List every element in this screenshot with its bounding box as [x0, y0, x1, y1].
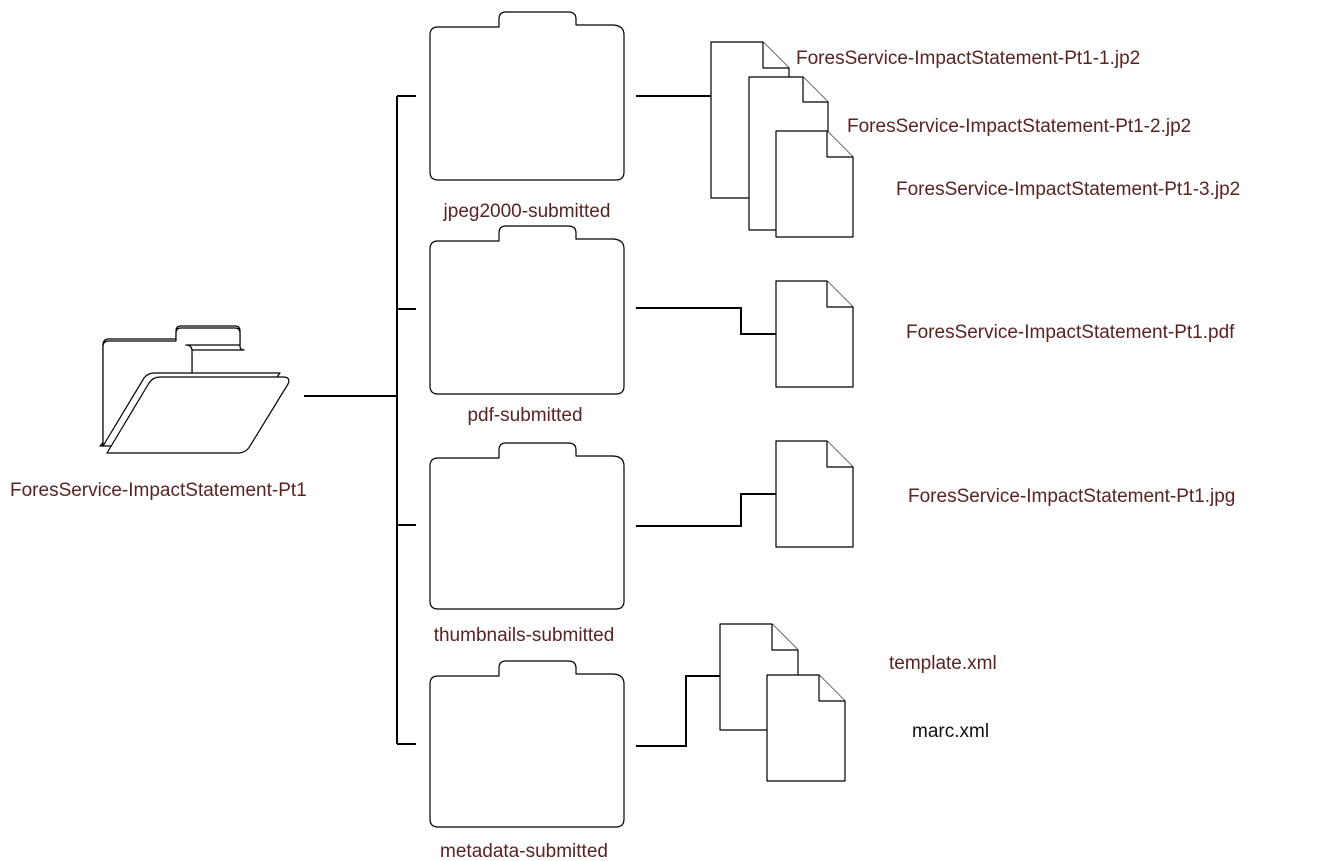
- folder-jpeg2000-label: jpeg2000-submitted: [443, 201, 611, 222]
- folder-icon[interactable]: [429, 225, 625, 395]
- root-folder-label: ForesService-ImpactStatement-Pt1: [10, 480, 307, 501]
- file-jp2-3-fold: [826, 131, 853, 158]
- open-folder-front: [106, 376, 290, 454]
- file-pdf-label: ForesService-ImpactStatement-Pt1.pdf: [906, 322, 1235, 343]
- file-jpg-fold: [826, 441, 853, 468]
- metadata-files-connector: [636, 675, 720, 747]
- open-folder-back-panel: [102, 327, 241, 447]
- folder-pdf-label: pdf-submitted: [467, 405, 582, 426]
- folder-icon[interactable]: [429, 442, 625, 610]
- file-jp2-3-label: ForesService-ImpactStatement-Pt1-3.jp2: [896, 179, 1240, 200]
- file-template-fold: [771, 624, 798, 651]
- file-jpg-label: ForesService-ImpactStatement-Pt1.jpg: [908, 486, 1235, 507]
- file-jp2-2-fold: [802, 77, 828, 103]
- folder-pdf-shape: [429, 225, 625, 395]
- document-icon[interactable]: [775, 280, 854, 388]
- file-jp2-1-fold: [762, 42, 789, 69]
- open-folder-icon[interactable]: [99, 325, 290, 454]
- folder-jpeg2000-shape: [429, 11, 625, 181]
- folder-icon[interactable]: [429, 660, 625, 828]
- file-template-label: template.xml: [889, 653, 997, 674]
- file-jp2-1-label: ForesService-ImpactStatement-Pt1-1.jp2: [796, 48, 1140, 69]
- file-marc-label: marc.xml: [912, 721, 989, 742]
- document-icon[interactable]: [766, 674, 846, 782]
- folder-thumbnails-shape: [429, 442, 625, 610]
- folder-icon[interactable]: [429, 11, 625, 181]
- document-icon[interactable]: [775, 130, 854, 238]
- pdf-files-connector: [636, 307, 776, 335]
- folder-metadata-label: metadata-submitted: [440, 841, 608, 861]
- file-marc-fold: [818, 675, 845, 702]
- folder-metadata-shape: [429, 660, 625, 828]
- file-pdf-fold: [826, 281, 853, 308]
- tree-connectors: [304, 95, 776, 747]
- document-icon[interactable]: [775, 440, 854, 548]
- folder-thumbnails-label: thumbnails-submitted: [434, 625, 615, 646]
- thumbnails-files-connector: [636, 493, 776, 527]
- file-jp2-2-label: ForesService-ImpactStatement-Pt1-2.jp2: [847, 116, 1191, 137]
